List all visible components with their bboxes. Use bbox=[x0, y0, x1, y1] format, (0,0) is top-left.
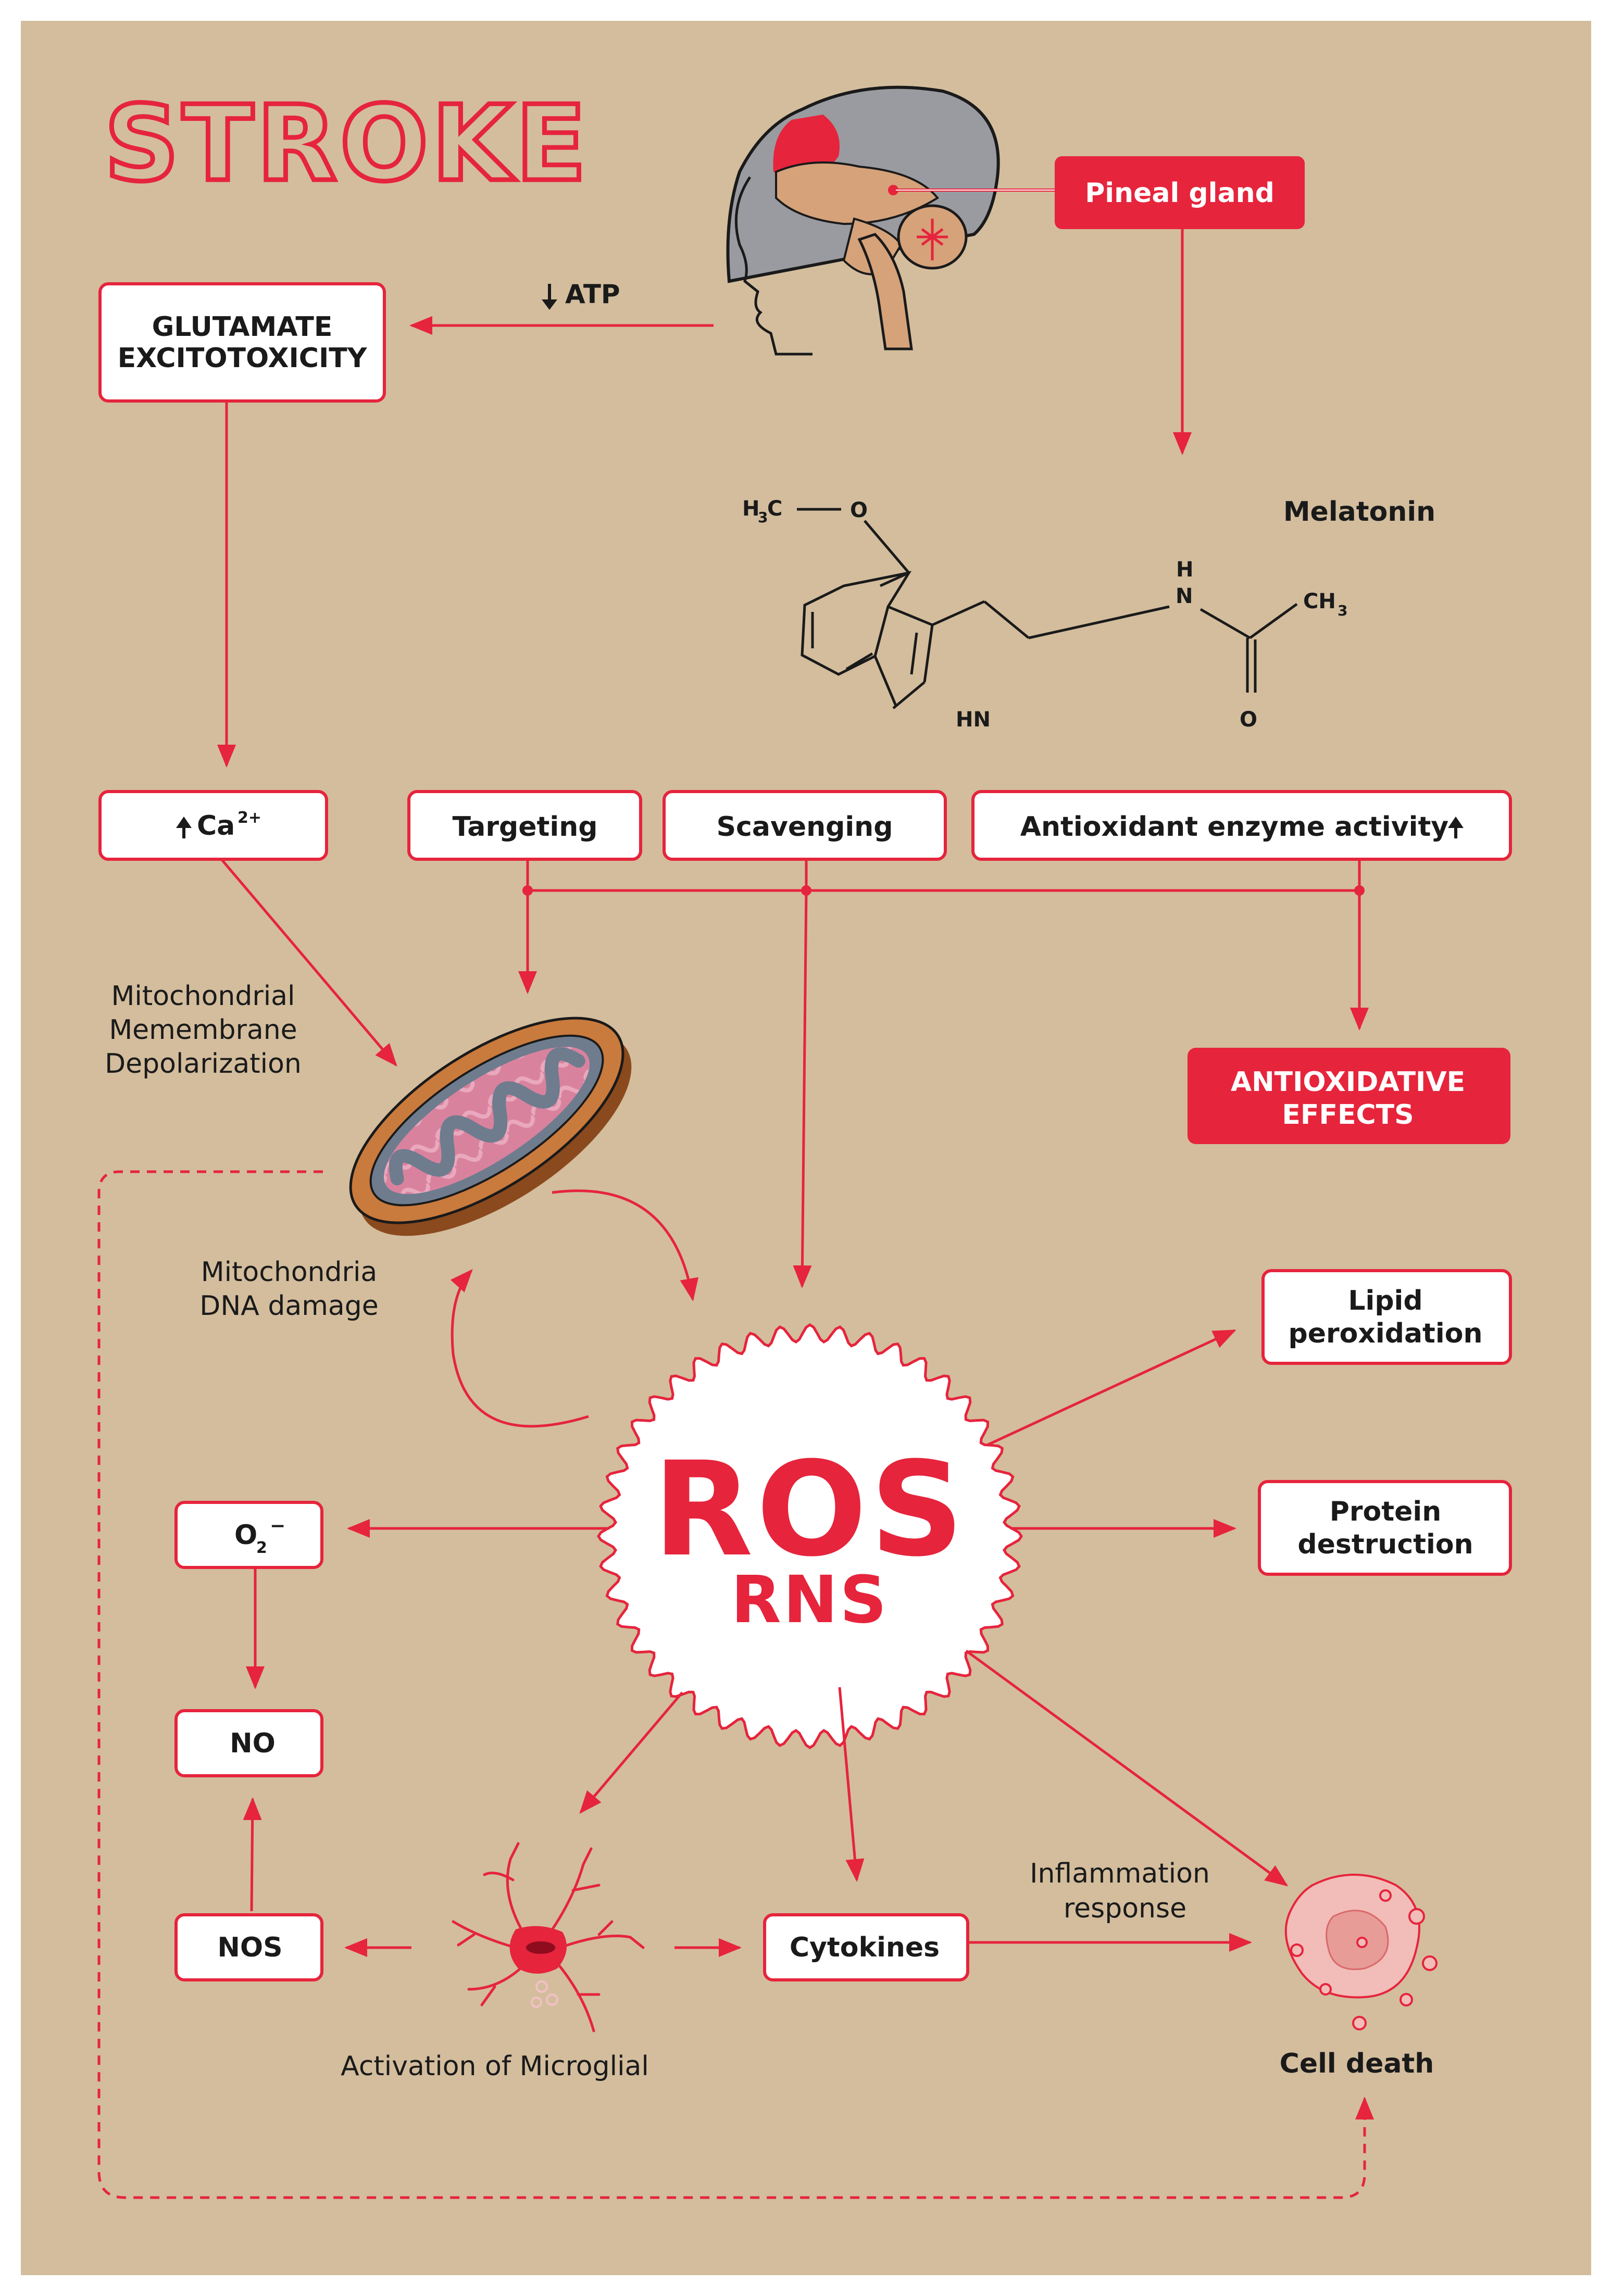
scavenging-to-ros-arrow bbox=[793, 890, 812, 1288]
o2-subscript: 2 bbox=[256, 1539, 267, 1557]
ros-seal bbox=[596, 1323, 1023, 1750]
antioxidative-line1: ANTIOXIDATIVE bbox=[1231, 1067, 1465, 1098]
lipid-line1: Lipid bbox=[1348, 1285, 1422, 1316]
protein-line1: Protein bbox=[1330, 1496, 1441, 1527]
pineal-gland-box bbox=[1055, 156, 1305, 229]
nos-box bbox=[174, 1913, 323, 1981]
ros-to-cytokines-arrow bbox=[838, 1687, 865, 1882]
o2-superscript: − bbox=[270, 1515, 285, 1537]
mitochondrion-illustration bbox=[349, 1017, 632, 1236]
atp-label: ATP bbox=[565, 279, 620, 309]
mito-membrane-line3: Depolarization bbox=[105, 1048, 302, 1080]
targeting-box bbox=[407, 790, 642, 861]
brain-illustration bbox=[726, 85, 1000, 356]
no-label: NO bbox=[230, 1728, 276, 1759]
ros-to-lipid-arrow bbox=[986, 1329, 1236, 1447]
svg-text:N: N bbox=[1176, 584, 1193, 608]
cell-death-label: Cell death bbox=[1280, 2048, 1434, 2079]
glutamate-line2: EXCITOTOXICITY bbox=[118, 343, 368, 374]
inflammation-line2: response bbox=[1064, 1893, 1186, 1924]
ca-superscript: 2+ bbox=[238, 809, 261, 827]
svg-text:H: H bbox=[1176, 558, 1193, 582]
mito-dna-line1: Mitochondria bbox=[201, 1257, 378, 1288]
cytokines-label: Cytokines bbox=[790, 1932, 940, 1963]
nos-label: NOS bbox=[217, 1932, 282, 1963]
svg-text:O: O bbox=[1240, 708, 1257, 732]
rns-label: RNS bbox=[731, 1562, 889, 1638]
mitochondria-to-cell-death-dashed bbox=[97, 1170, 1374, 2199]
scavenging-box bbox=[663, 790, 947, 861]
antioxidant-enzyme-box bbox=[971, 790, 1512, 861]
no-box bbox=[174, 1709, 323, 1777]
antioxidative-effects-box bbox=[1188, 1048, 1510, 1144]
mito-to-ros-loop-arrow bbox=[552, 1189, 699, 1301]
antioxidative-line2: EFFECTS bbox=[1282, 1099, 1414, 1131]
ca-up-arrow-icon bbox=[176, 817, 192, 838]
svg-text:3: 3 bbox=[1338, 602, 1347, 619]
targeting-label: Targeting bbox=[453, 811, 598, 843]
atp-down-arrow-icon bbox=[542, 284, 557, 310]
glutamate-line1: GLUTAMATE bbox=[152, 311, 333, 343]
melatonin-label: Melatonin bbox=[1283, 496, 1435, 528]
scavenging-label: Scavenging bbox=[717, 811, 893, 843]
svg-text:H: H bbox=[742, 497, 759, 521]
nos-to-no-arrow bbox=[243, 1797, 262, 1912]
o2-base: O bbox=[234, 1520, 257, 1551]
protein-box bbox=[1258, 1480, 1512, 1576]
lipid-box bbox=[1261, 1269, 1512, 1365]
enzyme-up-arrow-icon bbox=[1448, 817, 1464, 838]
protein-line2: destruction bbox=[1297, 1529, 1473, 1560]
dying-cell-illustration bbox=[1284, 1874, 1438, 2030]
svg-text:O: O bbox=[850, 498, 868, 522]
title: STROKE bbox=[104, 83, 590, 205]
mito-dna-line2: DNA damage bbox=[199, 1290, 378, 1322]
pineal-gland-label: Pineal gland bbox=[1085, 178, 1274, 209]
svg-text:C: C bbox=[767, 497, 782, 521]
svg-text:CH: CH bbox=[1303, 589, 1336, 613]
microglia-illustration bbox=[452, 1842, 645, 2032]
ca-label: Ca bbox=[197, 810, 235, 842]
mito-membrane-line2: Memembrane bbox=[109, 1014, 297, 1046]
ca-to-mitochondria-arrow bbox=[220, 858, 397, 1067]
lipid-line2: peroxidation bbox=[1289, 1318, 1483, 1349]
o2-box bbox=[174, 1501, 323, 1569]
svg-text:3: 3 bbox=[758, 509, 768, 526]
melatonin-structure: H 3 C O H N CH 3 HN O bbox=[742, 497, 1347, 732]
mito-membrane-line1: Mitochondrial bbox=[111, 981, 295, 1012]
glutamate-box bbox=[98, 282, 386, 403]
ros-to-mito-loop-arrow bbox=[450, 1269, 589, 1428]
svg-text:HN: HN bbox=[956, 708, 991, 732]
ros-to-microglia-arrow bbox=[579, 1691, 683, 1814]
ros-to-cell-death-arrow bbox=[965, 1649, 1289, 1887]
cytokines-box bbox=[763, 1913, 969, 1981]
antioxidant-enzyme-label: Antioxidant enzyme activity bbox=[1020, 811, 1448, 843]
ca-box bbox=[98, 790, 328, 861]
inflammation-line1: Inflammation bbox=[1030, 1858, 1210, 1889]
ros-label: ROS bbox=[653, 1434, 967, 1585]
microglial-label: Activation of Microglial bbox=[341, 2051, 649, 2082]
